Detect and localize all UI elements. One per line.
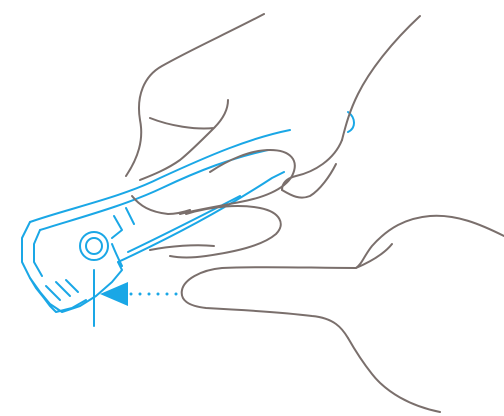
tool-blade-edge bbox=[46, 280, 78, 300]
pointing-hand-lower bbox=[348, 338, 440, 412]
gripping-hand bbox=[126, 14, 420, 258]
tool-head-inner bbox=[34, 230, 42, 276]
gripping-hand-palm bbox=[132, 196, 190, 214]
tool-spring-slot bbox=[112, 244, 122, 266]
gripping-hand-finger-3 bbox=[180, 150, 295, 214]
pointing-hand-upper bbox=[182, 216, 504, 338]
gripping-hand-finger-4 bbox=[170, 206, 281, 258]
pointing-hand bbox=[182, 216, 504, 412]
tool-notch bbox=[112, 208, 134, 238]
arrow-left-icon bbox=[100, 282, 128, 306]
gripping-hand-arm bbox=[126, 14, 264, 176]
gripping-hand-finger-5 bbox=[150, 245, 214, 250]
gripping-hand-finger-1 bbox=[282, 140, 342, 190]
tool-upper-handle-inner bbox=[40, 150, 268, 230]
tool-upper-handle bbox=[30, 130, 290, 222]
gripping-hand-finger-2 bbox=[282, 164, 336, 198]
pointing-hand-knuckle bbox=[356, 244, 392, 268]
pivot-bolt-icon bbox=[80, 232, 108, 260]
